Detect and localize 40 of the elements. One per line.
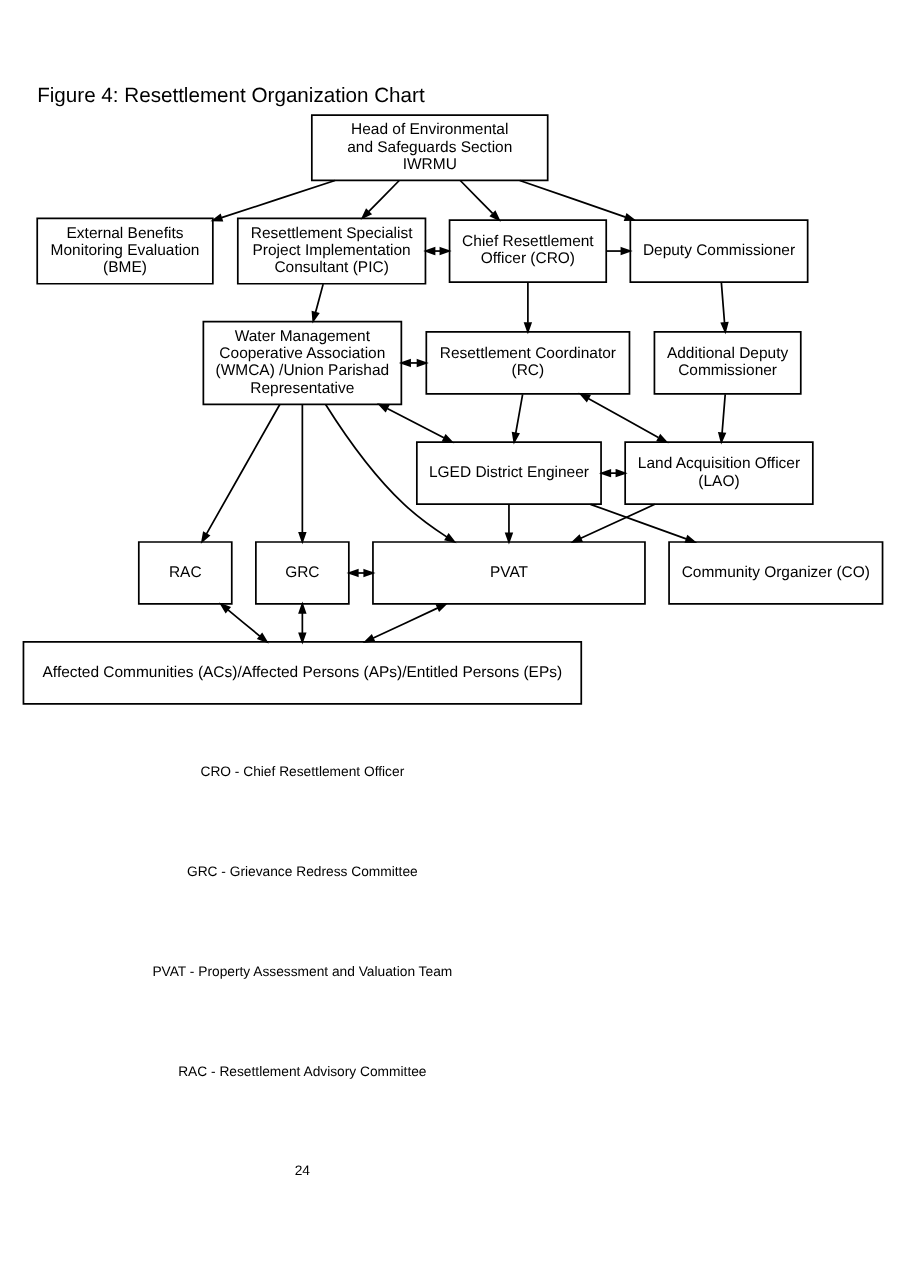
arrow	[578, 391, 669, 443]
node-box: Additional Deputy Commissioner	[653, 330, 802, 394]
node-box: Resettlement Specialist Project Implementation Consultant (PIC)	[236, 216, 427, 284]
arrow	[589, 502, 698, 542]
node-box: Community Organizer (CO)	[668, 540, 884, 604]
arrow	[720, 280, 729, 334]
node-box: Deputy Commissioner	[629, 218, 809, 282]
arrow	[605, 245, 633, 255]
arrow	[570, 502, 656, 543]
node-box: Land Acquisition Officer (LAO)	[624, 440, 814, 504]
node-box: RAC	[137, 540, 233, 604]
arrow	[298, 402, 307, 544]
diagram-title: Figure 4: Resettlement Organization Chart	[37, 85, 425, 108]
arrow	[219, 601, 269, 643]
arrow	[518, 178, 637, 220]
arrow	[298, 600, 307, 644]
arrow	[459, 178, 501, 221]
node-box: GRC	[255, 540, 350, 604]
node-box: Head of Environmental and Safeguards Section IWRMU	[310, 113, 549, 181]
arrow	[511, 392, 524, 444]
arrow	[376, 402, 455, 443]
arrow	[504, 502, 514, 544]
node-box: PVAT	[372, 540, 646, 604]
arrow	[717, 392, 727, 444]
arrow	[362, 602, 449, 642]
node-box: Affected Communities (ACs)/Affected Persons (APs)/Entitled Persons (EPs)	[22, 640, 583, 704]
node-box: Resettlement Coordinator (RC)	[425, 330, 631, 394]
arrow	[599, 467, 628, 477]
node-box: Chief Resettlement Officer (CRO)	[448, 218, 608, 282]
arrow	[423, 245, 452, 255]
arrow	[200, 402, 281, 543]
arrow	[311, 282, 324, 323]
arrow	[398, 357, 429, 367]
arrow	[324, 402, 457, 543]
arrow	[523, 280, 533, 334]
arrow	[360, 178, 401, 219]
node-box: External Benefits Monitoring Evaluation (BME)	[36, 216, 214, 284]
node-box: LGED District Engineer	[416, 440, 602, 504]
node-box: Water Management Cooperative Association (WMCA) /Union Parishad Representative	[202, 319, 403, 405]
arrow	[210, 178, 336, 221]
